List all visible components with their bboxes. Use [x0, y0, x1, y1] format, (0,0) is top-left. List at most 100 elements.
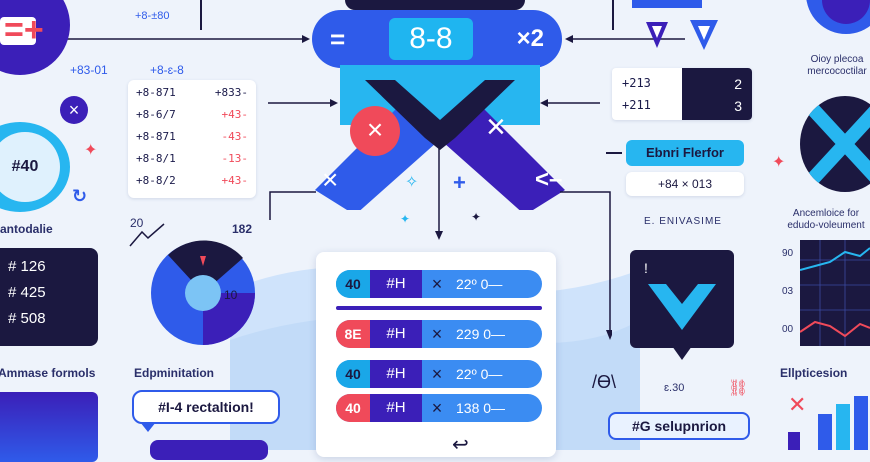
- top-small-numbers: +8-±80: [135, 10, 170, 22]
- row-op: ×: [431, 273, 443, 294]
- speech-bubble-text: #I-4 rectaltion!: [158, 399, 254, 415]
- arrow-into-x-left: [268, 98, 338, 108]
- left-bottom-block: [0, 392, 98, 462]
- back-icon[interactable]: <–: [535, 166, 563, 193]
- row-badge: 40: [336, 270, 370, 298]
- chain-icon: ⛓: [728, 380, 749, 397]
- row-badge: 8E: [336, 320, 370, 348]
- left-table-card: +8-871 +833- +8-6/7 +43- +8-871 -43- +8-…: [128, 80, 256, 198]
- arrow-right-to-pill: [565, 34, 685, 44]
- bottom-hook-icon: ↩: [452, 434, 469, 456]
- sparkle-icon-blue: ✧: [405, 174, 419, 191]
- far-right-caption-mid: Ancemloice for edudo-voleument: [787, 208, 865, 231]
- list-row[interactable]: 40 #H × 22º 0—: [336, 360, 542, 388]
- scribble-line: [128, 220, 168, 248]
- right-dark-card: !: [630, 250, 734, 348]
- far-right-line-chart: [800, 240, 870, 346]
- label-a: +83-01: [70, 63, 108, 77]
- top-formula-pill[interactable]: = 8-8 ×2: [312, 10, 562, 68]
- table-row: +8-6/7 +43-: [136, 108, 248, 121]
- filter-value: +84 × 013: [657, 177, 713, 191]
- filter-pill-label: Ebnri Flerfor: [645, 145, 724, 160]
- sparkle-icon-cyan: ✦: [400, 212, 411, 226]
- center-close-button[interactable]: ×: [350, 106, 400, 156]
- bubble-tail: [140, 422, 156, 432]
- row-code: #H: [370, 394, 422, 422]
- axis-tick: 03: [782, 286, 794, 297]
- row-badge: 40: [336, 360, 370, 388]
- far-right-caption-top: Oioy plecoa mercococtilar: [807, 54, 867, 77]
- list-row[interactable]: 40 #H × 22º 0—: [336, 270, 542, 298]
- gauge-chart: [148, 238, 268, 348]
- left-bottom-caption: Ammase formols: [0, 366, 96, 380]
- label-b: +8-ɛ-8: [150, 63, 184, 77]
- row-value: 22º 0—: [456, 276, 503, 292]
- table-row: +8-8/2 +43-: [136, 174, 248, 187]
- row-code: #H: [370, 270, 422, 298]
- filter-dash: [606, 152, 622, 154]
- table-row: +8-8/1 -13-: [136, 152, 248, 165]
- circle-value-label: #40: [11, 158, 39, 175]
- top-cap: [345, 0, 525, 10]
- row-code: #H: [370, 320, 422, 348]
- list-row[interactable]: 40 #H × 138 0—: [336, 394, 542, 422]
- plus-circle-button[interactable]: =+: [0, 0, 70, 75]
- dark-card-tail: [672, 346, 692, 360]
- right-small-caption: E. ENIVASIME: [644, 216, 722, 227]
- list-item: # 508: [8, 310, 46, 327]
- row-code: #H: [370, 360, 422, 388]
- row-divider: [336, 306, 542, 310]
- axis-tick: 90: [782, 248, 794, 259]
- list-item: # 126: [8, 258, 46, 275]
- bottom-purple-pill: [150, 440, 268, 460]
- right-small-label: ɛ.30: [664, 382, 685, 394]
- chevron-logo-icon: [646, 280, 718, 334]
- list-item: # 425: [8, 284, 46, 301]
- row-value: 229 0—: [456, 326, 506, 342]
- list-row[interactable]: 8E #H × 229 0—: [336, 320, 542, 348]
- red-x-icon: ✕: [788, 392, 807, 417]
- arrow-down-center: [434, 145, 444, 240]
- filter-value-box: +84 × 013: [626, 172, 744, 196]
- close-circle-icon[interactable]: ×: [60, 96, 88, 124]
- middle-caption: Edpminitation: [134, 366, 214, 380]
- row-value: 138 0—: [456, 400, 506, 416]
- refresh-icon[interactable]: ↻: [72, 186, 88, 206]
- far-right-caption-bottom: Ellpticesion: [780, 366, 848, 380]
- bar-chart-icon: [786, 392, 870, 450]
- connector-right: [560, 190, 612, 340]
- sparkle-icon-red-right: ✦: [772, 154, 786, 171]
- multiplier-label: ×2: [516, 25, 544, 52]
- top-right-circle: [806, 0, 870, 34]
- plus-small-icon: +: [453, 170, 466, 195]
- table-row: +8-871 +833-: [136, 86, 248, 99]
- row-badge: 40: [336, 394, 370, 422]
- row-op: ×: [431, 363, 443, 384]
- equals-label: =: [330, 23, 346, 54]
- table-row: +213 2: [622, 76, 742, 92]
- sparkle-icon-dark: ✦: [471, 210, 482, 224]
- solution-pill[interactable]: #G selupnrion: [608, 412, 750, 440]
- far-right-circle: [800, 96, 870, 192]
- right-symbols: /Ɵ\: [592, 372, 617, 392]
- top-right-strip: [632, 0, 702, 8]
- filter-pill[interactable]: Ebnri Flerfor: [626, 140, 744, 166]
- arrow-into-x-right: [540, 98, 600, 108]
- x-icon-right[interactable]: ×: [486, 108, 506, 146]
- divider-tick-2: [612, 0, 614, 30]
- gauge-value: 182: [232, 222, 253, 236]
- table-row: +211 3: [622, 98, 742, 114]
- speech-bubble: #I-4 rectaltion!: [132, 390, 280, 424]
- left-dark-list: # 126 # 425 # 508: [0, 248, 98, 346]
- center-formula: 8-8: [389, 18, 473, 60]
- plus-icon: =+: [4, 11, 44, 49]
- sparkle-icon-red: ✦: [84, 142, 98, 159]
- row-op: ×: [431, 397, 443, 418]
- arrow-left-to-pill: [60, 34, 310, 44]
- gauge-side-label: 10: [224, 288, 238, 302]
- row-op: ×: [431, 323, 443, 344]
- divider-tick: [200, 0, 202, 30]
- x-icon-left[interactable]: ×: [322, 164, 339, 195]
- table-row: +8-871 -43-: [136, 130, 248, 143]
- value-circle: #40: [0, 122, 70, 212]
